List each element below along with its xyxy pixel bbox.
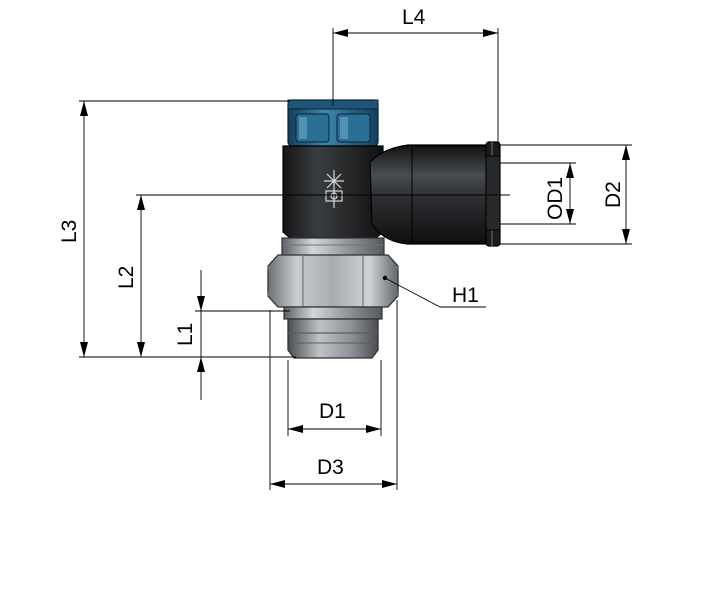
label-d2: D2 <box>602 181 625 208</box>
dimension-labels: L4 L3 L2 L1 OD1 D2 D1 D3 H1 <box>58 6 625 479</box>
fitting-body <box>267 99 501 359</box>
hex-nut <box>267 254 399 308</box>
label-h1: H1 <box>452 284 479 307</box>
label-od1: OD1 <box>544 177 567 220</box>
label-l2: L2 <box>115 266 138 289</box>
threaded-stub <box>287 318 379 359</box>
label-d1: D1 <box>319 400 346 423</box>
label-l1: L1 <box>174 323 197 346</box>
flow-control-symbol-icon <box>324 170 344 208</box>
label-l4: L4 <box>402 6 426 29</box>
label-l3: L3 <box>58 220 81 243</box>
vertical-body <box>282 145 384 239</box>
hex-collar <box>283 306 383 320</box>
dimension-lines <box>79 28 632 490</box>
label-d3: D3 <box>317 456 344 479</box>
